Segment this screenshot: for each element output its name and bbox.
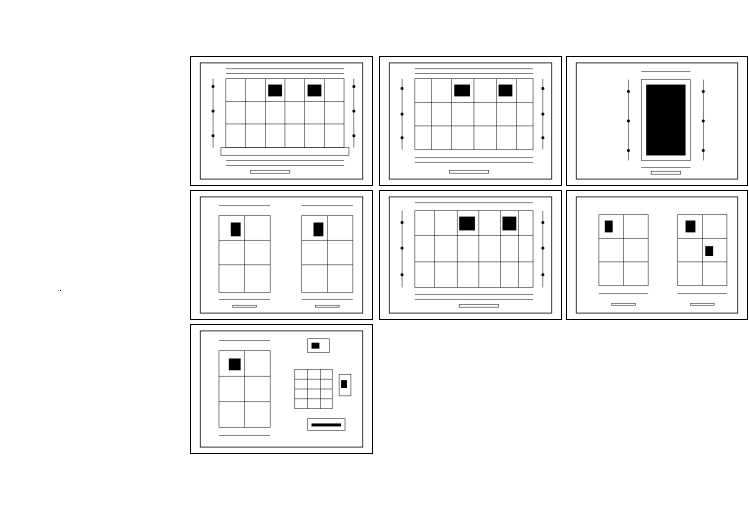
unit-plans-drawing — [199, 196, 364, 314]
sheet-2-floor-plan[interactable] — [379, 56, 562, 186]
sheet-5-floor-plan[interactable] — [379, 190, 562, 320]
floor-plan-drawing — [388, 196, 553, 314]
floor-plan-drawing — [388, 62, 553, 180]
sheet-7-plan-and-details[interactable] — [190, 324, 373, 454]
floor-plan-drawing — [199, 62, 364, 180]
sheet-3-roof-plan[interactable] — [566, 56, 748, 186]
roof-fill — [646, 84, 686, 156]
sheet-1-floor-plan[interactable] — [190, 56, 373, 186]
stray-point — [60, 290, 61, 291]
sheet-6-unit-plans[interactable] — [566, 190, 748, 320]
sheet-4-unit-plans[interactable] — [190, 190, 373, 320]
unit-plans-drawing — [575, 196, 739, 314]
roof-plan-drawing — [575, 62, 739, 180]
plan-details-drawing — [199, 330, 364, 448]
